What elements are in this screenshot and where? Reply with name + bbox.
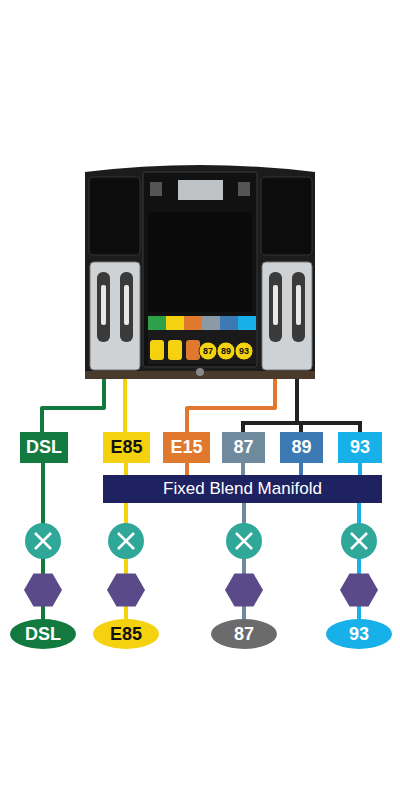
speaker-grille <box>150 182 162 196</box>
blend-feed-line <box>295 378 299 423</box>
oval-fill <box>10 619 76 649</box>
node-label: DSL <box>25 624 61 645</box>
node-label: E85 <box>110 437 142 458</box>
fuel-tag: DSL <box>20 432 68 463</box>
side-panel <box>89 177 140 255</box>
node-label: Fixed Blend Manifold <box>163 479 322 499</box>
filter-symbol <box>225 574 263 607</box>
e85-feed-line <box>123 378 127 432</box>
tank-oval: 87 <box>211 619 277 649</box>
valve-symbol <box>25 523 61 559</box>
node-label: E15 <box>170 437 202 458</box>
fuel-tag: E85 <box>103 432 150 463</box>
logo-badge <box>196 368 204 376</box>
node-label: 93 <box>350 437 370 458</box>
speaker-grille <box>238 182 250 196</box>
oval-fill <box>93 619 159 649</box>
node-label: 89 <box>291 437 311 458</box>
tank-oval: E85 <box>93 619 159 649</box>
fuel-tag: 93 <box>338 432 382 463</box>
side-panel <box>261 177 312 255</box>
filter-symbol <box>340 574 378 607</box>
valve-symbol <box>341 523 377 559</box>
center-panel <box>143 172 257 367</box>
grade-number: 87 <box>199 345 217 357</box>
node-label: 87 <box>233 437 253 458</box>
fuel-tag: 87 <box>222 432 265 463</box>
diesel-feed-line <box>42 378 104 432</box>
fuel-tag: 89 <box>280 432 323 463</box>
tank-oval: 93 <box>326 619 392 649</box>
blend-drop-line <box>243 421 360 432</box>
pipe-connector <box>241 463 245 475</box>
pipe-connector <box>299 463 303 475</box>
node-label: 93 <box>349 624 369 645</box>
dispenser-body <box>85 165 315 378</box>
oval-fill <box>326 619 392 649</box>
fuel-tag: E15 <box>163 432 210 463</box>
tank-oval: DSL <box>10 619 76 649</box>
pipe-connector <box>358 463 362 475</box>
grade-number: 93 <box>235 345 253 357</box>
fuel-dispenser <box>85 165 315 379</box>
grade-button <box>199 342 253 360</box>
nozzle-holder <box>90 262 312 370</box>
filter-symbol <box>24 574 62 607</box>
manifold-band: Fixed Blend Manifold <box>103 475 382 503</box>
node-label: DSL <box>26 437 62 458</box>
filter-symbol <box>107 574 145 607</box>
node-label: E85 <box>110 624 142 645</box>
oval-fill <box>211 619 277 649</box>
pipe-connector <box>185 463 189 475</box>
media-screen <box>148 212 252 312</box>
price-screen <box>178 180 223 200</box>
grade-number: 89 <box>217 345 235 357</box>
node-label: 87 <box>234 624 254 645</box>
valve-symbol <box>226 523 262 559</box>
grade-strip <box>148 316 256 364</box>
valve-symbol <box>108 523 144 559</box>
